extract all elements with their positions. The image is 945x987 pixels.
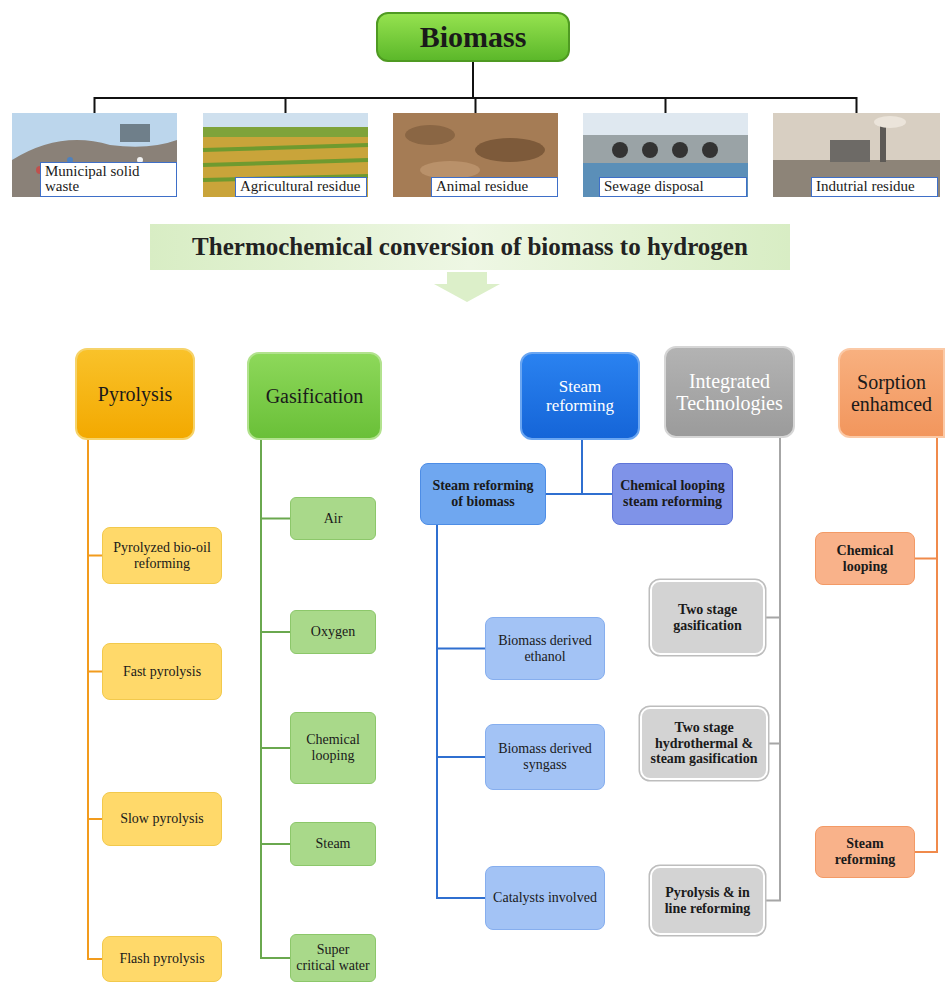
box-text: Pyrolysis & in line reforming [657, 885, 758, 916]
source-label: Municipal solid waste [40, 162, 177, 198]
connector-line [915, 438, 937, 559]
method-box: Air [290, 497, 376, 540]
connector-line [88, 440, 102, 556]
method-box: Fast pyrolysis [102, 643, 222, 700]
box-text: Two stage gasification [657, 602, 758, 633]
source-photo-box: Indutrial residue [773, 113, 940, 197]
method-box: Biomass derived ethanol [485, 617, 605, 680]
method-box: Pyrolyzed bio-oil reforming [102, 527, 222, 584]
box-text: Chemical looping [296, 732, 370, 763]
category-box: Gasification [247, 352, 382, 440]
category-box: Steam reforming [520, 352, 640, 440]
source-label: Indutrial residue [811, 177, 938, 197]
box-text: Steam [316, 836, 351, 852]
connector-line [915, 438, 937, 852]
box-text: Thermochemical conversion of biomass to … [192, 233, 748, 261]
connector-line [582, 440, 612, 494]
box-text: Pyrolyzed bio-oil reforming [108, 540, 216, 571]
connector-line [95, 62, 474, 113]
field-photo [203, 113, 368, 197]
box-text: Air [324, 511, 343, 527]
source-label: Sewage disposal [599, 177, 747, 197]
connector-line [546, 440, 582, 494]
connector-line [261, 440, 290, 958]
sewage-photo [583, 113, 748, 197]
connector-line [768, 438, 780, 744]
method-box: Flash pyrolysis [102, 936, 222, 982]
box-text: Oxygen [311, 624, 355, 640]
connector-line [88, 440, 102, 819]
source-photo-box: Agricultural residue [203, 113, 368, 197]
box-text: Biomass derived syngass [491, 741, 599, 772]
connector-line [286, 62, 474, 113]
connector-line [765, 438, 780, 618]
box-text: Steam reforming [527, 377, 633, 415]
box-text: Chemical looping steam reforming [618, 478, 727, 509]
source-label: Agricultural residue [235, 177, 367, 197]
connector-line [261, 440, 290, 748]
method-box: Two stage hydrothermal & steam gasificat… [640, 707, 768, 780]
soil-photo [393, 113, 558, 197]
box-text: Super critical water [296, 942, 370, 973]
method-box: Oxygen [290, 610, 376, 654]
box-text: Pyrolysis [98, 383, 172, 405]
connector-line [261, 440, 290, 632]
method-box: Pyrolysis & in line reforming [650, 866, 765, 935]
box-text: Steam reforming of biomass [426, 478, 540, 509]
connector-line [437, 525, 485, 898]
box-text: Slow pyrolysis [120, 811, 204, 827]
connector-line [88, 440, 102, 959]
source-photo-box: Animal residue [393, 113, 558, 197]
source-label: Animal residue [431, 177, 558, 197]
box-text: Steam reforming [821, 836, 909, 867]
landfill-photo [12, 113, 177, 197]
method-box: Catalysts involved [485, 866, 605, 930]
source-photo-box: Municipal solid waste [12, 113, 177, 197]
banner-band: Thermochemical conversion of biomass to … [150, 224, 790, 270]
method-box: Slow pyrolysis [102, 792, 222, 846]
method-box: Chemical looping steam reforming [612, 463, 733, 525]
source-photo-box: Sewage disposal [583, 113, 748, 197]
method-box: Chemical looping [815, 532, 915, 585]
box-text: Catalysts involved [493, 890, 597, 906]
box-text: Biomass derived ethanol [491, 633, 599, 664]
connector-line [765, 438, 780, 901]
method-box: Chemical looping [290, 712, 376, 784]
box-text: Sorption enhamced [845, 371, 938, 416]
connector-line [88, 440, 102, 672]
root-box: Biomass [376, 12, 570, 62]
down-arrow [434, 272, 500, 302]
box-text: Flash pyrolysis [119, 951, 204, 967]
box-text: Biomass [420, 20, 527, 54]
box-text: Two stage hydrothermal & steam gasificat… [647, 720, 761, 767]
category-box: Integrated Technologies [664, 346, 795, 438]
box-text: Chemical looping [821, 543, 909, 574]
connector-line [437, 525, 485, 649]
method-box: Steam reforming of biomass [420, 463, 546, 525]
connector-line [473, 62, 857, 113]
connector-line [261, 440, 290, 519]
category-box: Pyrolysis [75, 348, 195, 440]
connector-line [261, 440, 290, 844]
category-box: Sorption enhamced [838, 348, 945, 438]
industry-photo [773, 113, 940, 197]
box-text: Gasification [266, 385, 364, 407]
connector-line [473, 62, 666, 113]
method-box: Steam [290, 822, 376, 866]
connector-line [437, 525, 485, 757]
method-box: Super critical water [290, 934, 376, 982]
box-text: Fast pyrolysis [123, 664, 201, 680]
box-text: Integrated Technologies [671, 370, 788, 415]
method-box: Steam reforming [815, 826, 915, 878]
method-box: Biomass derived syngass [485, 724, 605, 790]
method-box: Two stage gasification [650, 580, 765, 655]
